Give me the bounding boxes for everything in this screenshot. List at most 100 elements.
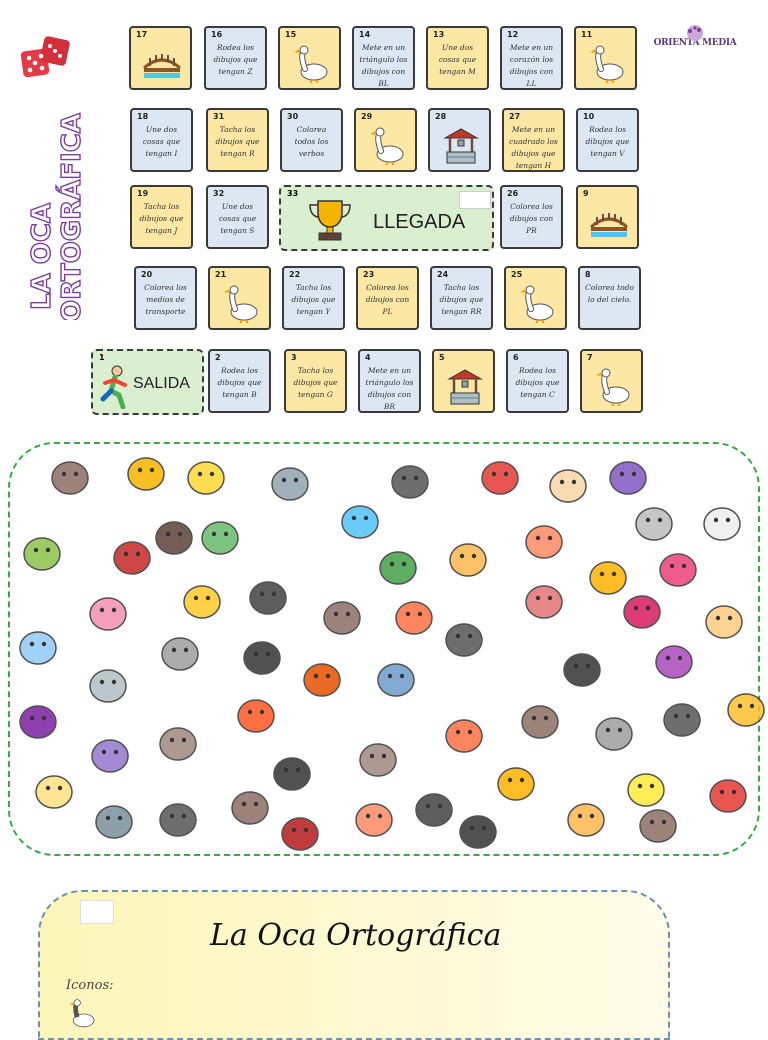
scooter-icon	[558, 644, 606, 692]
trophy-icon	[309, 200, 351, 241]
cell-number: 28	[435, 112, 447, 121]
cell-instruction: Mete en un cuadrado los dibujos que teng…	[509, 125, 558, 170]
cell-instruction: Mete en un corazón los dibujos con LL	[509, 43, 554, 88]
board-cell-17: 17	[129, 26, 192, 90]
cell-number: 3	[291, 353, 297, 362]
cell-number: 9	[583, 189, 589, 198]
cell-number: 2	[215, 353, 221, 362]
card-subtitle: Iconos:	[66, 978, 114, 993]
wind-icon	[14, 622, 62, 670]
sneaker-icon	[654, 544, 702, 592]
start-number: 1	[99, 353, 105, 362]
start-label: SALIDA	[133, 375, 190, 392]
vertical-title: LA OCA ORTOGRÁFICA	[26, 112, 82, 320]
cell-number: 32	[213, 189, 225, 198]
key-icon	[584, 552, 632, 600]
reading-boy-icon	[150, 512, 198, 560]
logo: ORIENTA MEDIA	[650, 24, 740, 64]
board-cell-11: 11	[574, 26, 637, 90]
cell-number: 6	[513, 353, 519, 362]
card-title: La Oca Ortográfica	[210, 918, 502, 953]
necklace-icon	[86, 730, 134, 778]
shirt-icon	[562, 794, 610, 842]
cell-number: 18	[137, 112, 149, 121]
cell-number: 10	[583, 112, 595, 121]
cell-number: 19	[137, 189, 149, 198]
mouth-icon	[520, 576, 568, 624]
gift-icon	[650, 636, 698, 684]
sun-icon	[622, 764, 670, 812]
cell-number: 24	[437, 270, 449, 279]
candles-icon	[704, 770, 752, 818]
feather-icon	[630, 498, 678, 546]
bush-icon	[196, 512, 244, 560]
scissors-icon	[476, 452, 524, 500]
cell-instruction: Tacha los dibujos que tengan R	[215, 125, 260, 158]
board-cell-25: 25	[504, 266, 567, 330]
cell-number: 5	[439, 353, 445, 362]
cell-instruction: Colorea todo lo del cielo.	[585, 283, 634, 304]
hand-writing-icon	[154, 794, 202, 842]
cell-instruction: Tacha los dibujos que tengan G	[293, 366, 338, 399]
board-cell-28: 28	[428, 108, 491, 172]
cell-number: 12	[507, 30, 519, 39]
board-cell-5: 5	[432, 349, 495, 413]
cell-instruction: Rodea los dibujos que tengan Z	[213, 43, 258, 76]
cat-icon	[492, 758, 540, 806]
giraffe-icon	[722, 684, 768, 732]
cell-number: 30	[287, 112, 299, 121]
cloud-rain-icon	[84, 660, 132, 708]
rose-icon	[618, 586, 666, 634]
boy-tree-icon	[386, 456, 434, 504]
dog-icon	[354, 734, 402, 782]
fried-egg-icon	[178, 576, 226, 624]
woman-book-icon	[440, 614, 488, 662]
pictures-board	[8, 442, 760, 856]
cell-number: 31	[213, 112, 225, 121]
field-icon	[154, 718, 202, 766]
cell-instruction: Colorea todos los verbos	[294, 125, 329, 158]
cell-number: 27	[509, 112, 521, 121]
finish-cell: 33 LLEGADA	[279, 185, 494, 251]
squirrel-icon	[298, 654, 346, 702]
logo-text: ORIENTA MEDIA	[653, 38, 737, 48]
tower-icon	[90, 796, 138, 844]
window-icon	[372, 654, 420, 702]
goose-icon	[69, 999, 95, 1028]
cell-instruction: Mete en un triángulo los dibujos con BL	[359, 43, 408, 88]
cell-instruction: Une dos cosas que tengan I	[142, 125, 181, 158]
house-icon	[520, 516, 568, 564]
paw-icon	[350, 794, 398, 842]
juice-icon	[336, 496, 384, 544]
cell-instruction: Rodea los dibujos que tengan C	[515, 366, 560, 399]
tree-icon	[374, 542, 422, 590]
cell-instruction: Tacha los dibujos que tengan J	[139, 202, 184, 235]
board-cell-7: 7	[580, 349, 643, 413]
cell-instruction: Colorea los dibujos con PR	[509, 202, 554, 235]
snail-icon	[390, 592, 438, 640]
sunflower-icon	[122, 448, 170, 496]
cell-instruction: Rodea los dibujos que tengan B	[217, 366, 262, 399]
cell-number: 26	[507, 189, 519, 198]
cell-number: 21	[215, 270, 227, 279]
logo-tree-icon	[687, 25, 703, 41]
cloud-icon	[454, 806, 502, 854]
cell-instruction: Une dos cosas que tengan S	[218, 202, 257, 235]
airplane-icon	[156, 628, 204, 676]
dice-icon	[20, 36, 70, 78]
card-logo	[80, 900, 114, 924]
board-cell-15: 15	[278, 26, 341, 90]
